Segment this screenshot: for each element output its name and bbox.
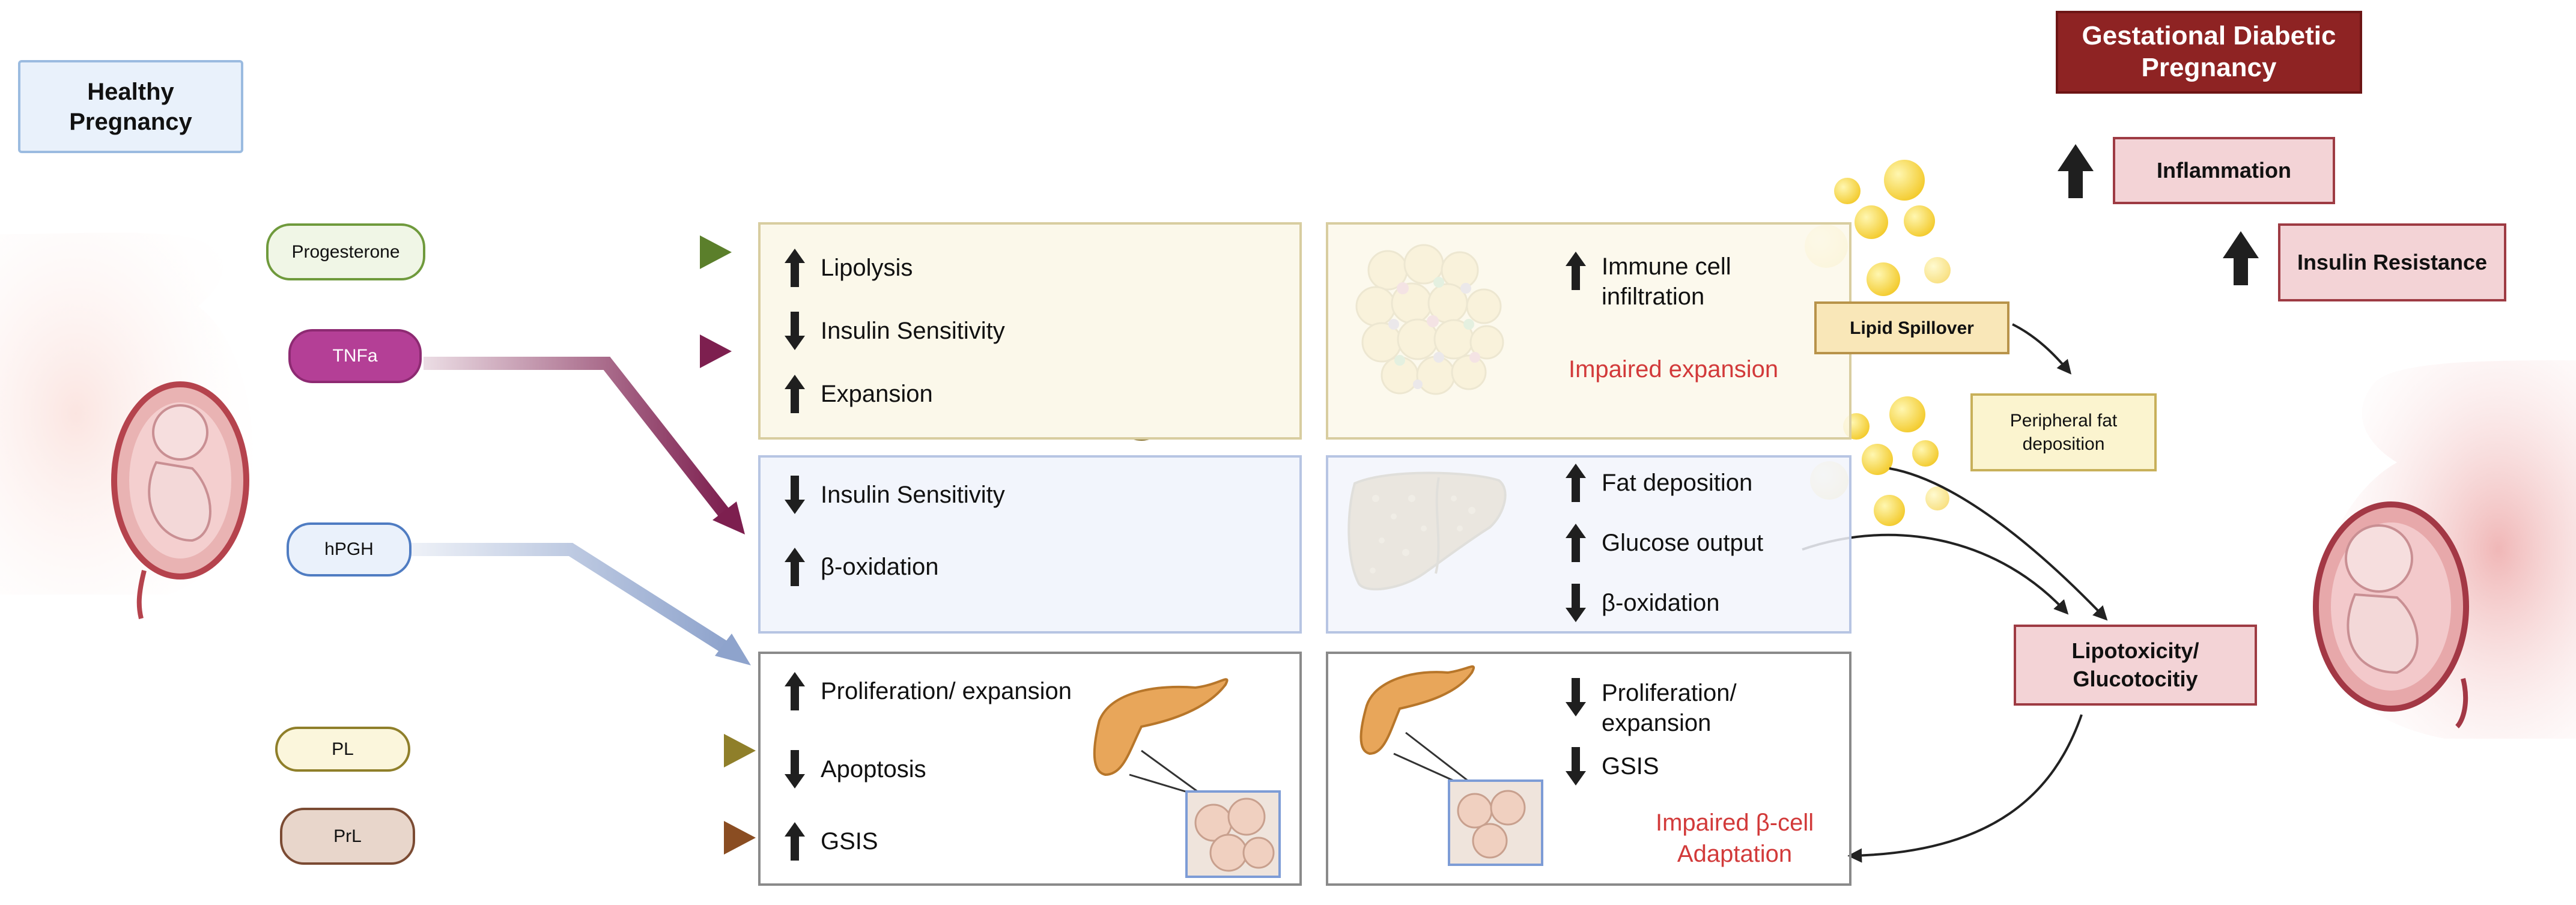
up-arrow-icon — [1566, 252, 1586, 290]
gdm-gsis-row: GSIS — [1566, 747, 1659, 785]
gdm-pancreas-panel: Proliferation/ expansion GSIS Impaired β… — [1326, 652, 1852, 886]
pl-pill: PL — [275, 727, 410, 772]
apoptosis-label: Apoptosis — [821, 755, 926, 782]
proliferation-label: Proliferation/ expansion — [821, 677, 1072, 704]
gdm-proliferation-row: Proliferation/ expansion — [1566, 678, 1737, 738]
down-arrow-icon — [1566, 584, 1586, 622]
immune-infiltration-label: Immune cell infiltration — [1602, 253, 1731, 310]
gdm-adipose-panel: Immune cell infiltration Impaired expans… — [1326, 222, 1852, 440]
up-arrow-icon — [1566, 524, 1586, 562]
peripheral-fat-box: Peripheral fat deposition — [1970, 393, 2157, 471]
lipid-spillover-box: Lipid Spillover — [1814, 301, 2009, 354]
impaired-pancreas-illustration — [1359, 665, 1543, 866]
gdm-beta-oxidation-row: β-oxidation — [1566, 584, 1719, 622]
gdm-liver-panel: Fat deposition Glucose output β-oxidatio… — [1326, 455, 1852, 634]
prl-pill: PrL — [280, 808, 415, 865]
expansion-label: Expansion — [821, 380, 933, 407]
inflammation-box: Inflammation — [2113, 137, 2335, 204]
glucose-output-label: Glucose output — [1602, 529, 1764, 556]
healthy-pregnant-figure — [0, 232, 254, 619]
up-arrow-icon — [785, 672, 805, 710]
up-arrow-icon — [785, 548, 805, 586]
down-arrow-icon — [785, 312, 805, 350]
fat-deposition-row: Fat deposition — [1566, 464, 1752, 502]
immune-infiltration-row: Immune cell infiltration — [1566, 252, 1731, 312]
lipid-droplets — [1805, 160, 1951, 526]
hpgh-label: hPGH — [324, 539, 374, 559]
lipolysis-label: Lipolysis — [821, 254, 913, 281]
insulin-resistance-label: Insulin Resistance — [2297, 250, 2488, 274]
up-arrow-icon — [785, 375, 805, 413]
pl-label: PL — [332, 739, 354, 759]
insulin-resistance-box: Insulin Resistance — [2278, 223, 2506, 301]
beta-oxidation-label: β-oxidation — [821, 553, 939, 580]
expansion-row: Expansion — [785, 375, 933, 413]
down-arrow-icon — [785, 750, 805, 788]
down-arrow-icon — [1566, 678, 1586, 716]
lipotoxicity-label: Lipotoxicity/ Glucotocitiy — [2071, 638, 2199, 691]
gdm-beta-oxidation-label: β-oxidation — [1602, 589, 1720, 616]
gdm-pregnancy-header: Gestational Diabetic Pregnancy — [2056, 11, 2362, 94]
gsis-row: GSIS — [785, 822, 878, 861]
lipolysis-row: Lipolysis — [785, 249, 913, 287]
up-arrow-icon — [785, 249, 805, 287]
pancreas-illustration — [1093, 678, 1281, 878]
hormone-arrows — [412, 235, 756, 855]
healthy-pregnancy-header: Healthy Pregnancy — [18, 60, 243, 153]
progesterone-pill: Progesterone — [266, 223, 425, 280]
up-arrow-icon — [1566, 464, 1586, 502]
healthy-adipose-panel: Lipolysis Insulin Sensitivity Expansion — [758, 222, 1302, 440]
lipotoxicity-box: Lipotoxicity/ Glucotocitiy — [2014, 625, 2257, 706]
impaired-beta-cell-label: Impaired β-cell Adaptation — [1656, 810, 1814, 867]
gsis-label: GSIS — [821, 828, 878, 855]
hpgh-pill: hPGH — [287, 522, 412, 577]
increase-arrows-gdm — [2058, 144, 2259, 285]
beta-oxidation-row: β-oxidation — [785, 548, 938, 586]
insulin-sensitivity-row: Insulin Sensitivity — [785, 312, 1005, 350]
gdm-proliferation-label: Proliferation/ expansion — [1602, 680, 1737, 736]
proliferation-row: Proliferation/ expansion — [785, 672, 1072, 710]
glucose-output-row: Glucose output — [1566, 524, 1763, 562]
gdm-pregnancy-title: Gestational Diabetic Pregnancy — [2082, 21, 2336, 82]
healthy-pregnancy-title: Healthy Pregnancy — [69, 78, 192, 135]
gdm-pregnant-figure — [2313, 360, 2576, 739]
prl-label: PrL — [333, 826, 362, 846]
insulin-sensitivity-label: Insulin Sensitivity — [821, 317, 1005, 344]
impaired-expansion-label: Impaired expansion — [1569, 356, 1779, 383]
down-arrow-icon — [785, 476, 805, 514]
healthy-liver-panel: Insulin Sensitivity β-oxidation — [758, 455, 1302, 634]
liver-insulin-sensitivity-row: Insulin Sensitivity — [785, 476, 1005, 514]
peripheral-fat-label: Peripheral fat deposition — [2009, 411, 2118, 454]
tnfa-label: TNFa — [332, 346, 378, 366]
apoptosis-row: Apoptosis — [785, 750, 926, 788]
down-arrow-icon — [1566, 747, 1586, 785]
lipid-spillover-label: Lipid Spillover — [1850, 318, 1974, 338]
liver-insulin-sensitivity-label: Insulin Sensitivity — [821, 481, 1005, 508]
progesterone-label: Progesterone — [291, 241, 400, 262]
gdm-gsis-label: GSIS — [1602, 752, 1659, 779]
inflammation-label: Inflammation — [2156, 158, 2291, 183]
up-arrow-icon — [785, 822, 805, 861]
fat-deposition-label: Fat deposition — [1602, 469, 1753, 496]
healthy-pancreas-panel: Proliferation/ expansion Apoptosis GSIS — [758, 652, 1302, 886]
tnfa-pill: TNFa — [288, 329, 422, 383]
